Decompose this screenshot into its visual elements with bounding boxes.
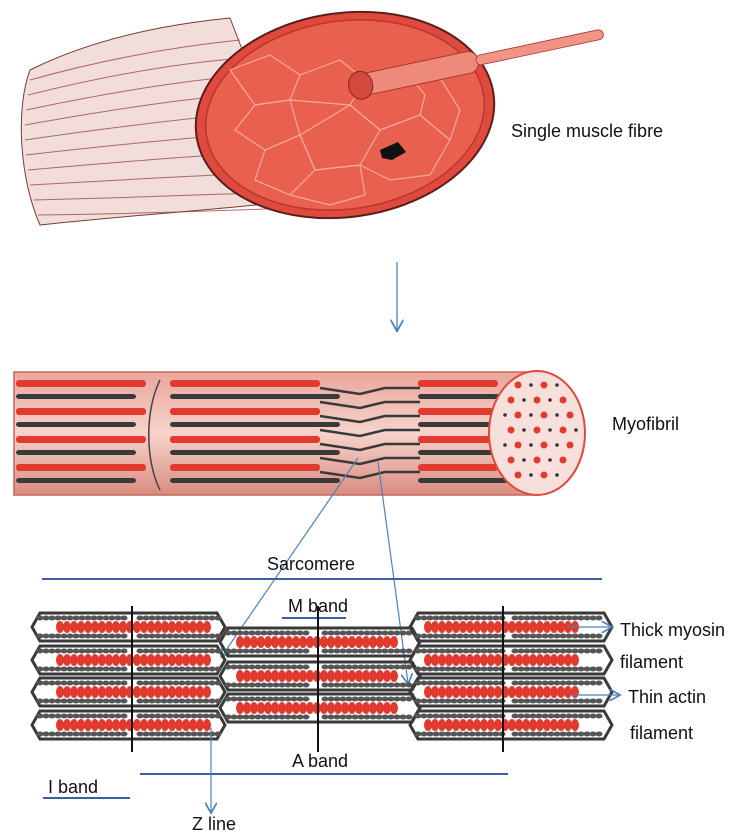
label-z-line: Z line bbox=[192, 814, 236, 834]
myofibril-illustration bbox=[14, 371, 585, 495]
label-thin-actin-2: filament bbox=[630, 723, 693, 743]
label-thin-actin-1: Thin actin bbox=[628, 687, 706, 707]
label-a-band: A band bbox=[292, 751, 348, 771]
label-sarcomere: Sarcomere bbox=[267, 554, 355, 574]
label-thick-myosin-1: Thick myosin bbox=[620, 620, 725, 640]
label-single-muscle-fibre: Single muscle fibre bbox=[511, 121, 663, 141]
label-i-band: I band bbox=[48, 777, 98, 797]
label-myofibril: Myofibril bbox=[612, 414, 679, 434]
label-thick-myosin-2: filament bbox=[620, 652, 683, 672]
sarcomere-illustration bbox=[32, 606, 612, 752]
muscle-fibre-illustration bbox=[21, 0, 606, 237]
